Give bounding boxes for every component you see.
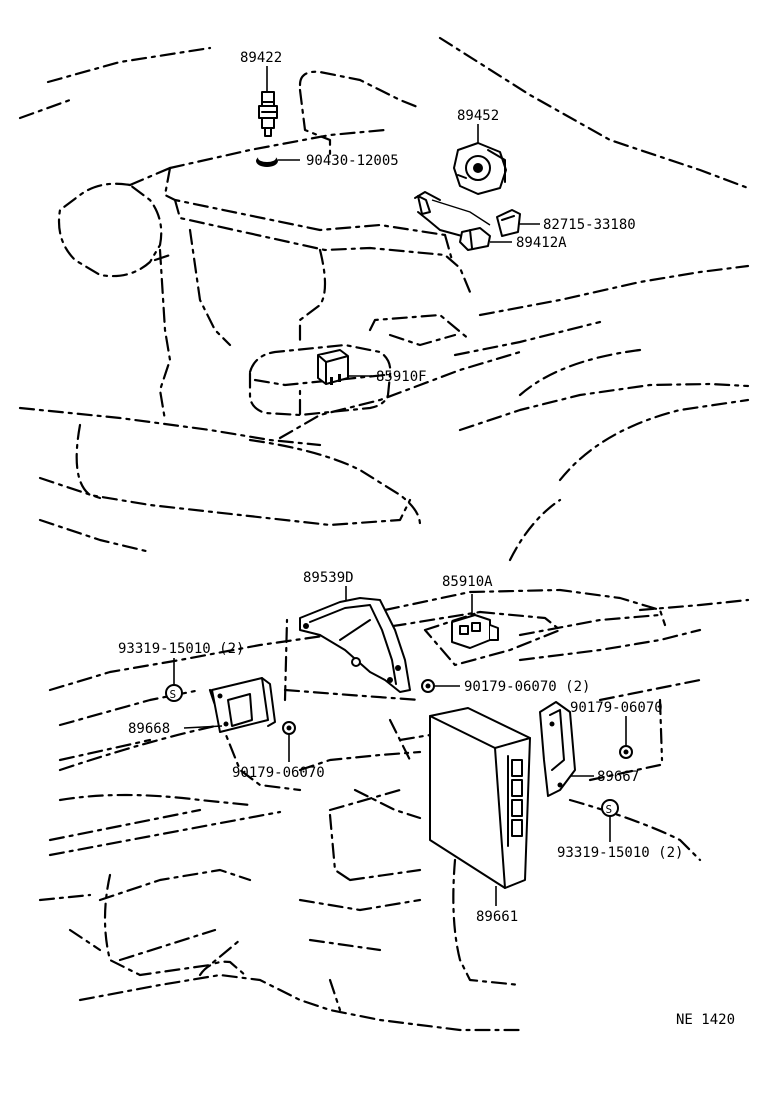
label-89667: 89667 bbox=[597, 769, 639, 785]
sensor-89422 bbox=[258, 91, 278, 137]
nut-90179-mid bbox=[421, 679, 435, 693]
screw-93319-left: S bbox=[165, 684, 183, 702]
bracket-89539d bbox=[299, 597, 411, 693]
label-90430-12005: 90430-12005 bbox=[306, 153, 399, 169]
label-89661: 89661 bbox=[476, 909, 518, 925]
label-89539d: 89539D bbox=[303, 570, 354, 586]
nut-90179-left bbox=[282, 721, 296, 735]
relay-85910a bbox=[423, 610, 562, 667]
label-89452: 89452 bbox=[457, 108, 499, 124]
label-82715-33180: 82715-33180 bbox=[543, 217, 636, 233]
nut-90179-right bbox=[619, 745, 633, 759]
screw-93319-right: S bbox=[601, 799, 619, 817]
svg-text:S: S bbox=[170, 688, 177, 701]
part-labels: 89422 89452 90430-12005 82715-33180 8941… bbox=[118, 50, 735, 1028]
figure-code: NE 1420 bbox=[676, 1012, 735, 1028]
label-85910a: 85910A bbox=[442, 574, 493, 590]
bracket-89668 bbox=[211, 677, 276, 733]
label-93319-15010-left: 93319-15010 (2) bbox=[118, 641, 244, 657]
sensor-89452 bbox=[453, 142, 507, 195]
junction-block bbox=[248, 343, 392, 417]
lower-vehicle-outline bbox=[38, 588, 750, 1032]
svg-text:S: S bbox=[606, 803, 613, 816]
label-90179-06070-mid: 90179-06070 (2) bbox=[464, 679, 590, 695]
label-89668: 89668 bbox=[128, 721, 170, 737]
label-89412a: 89412A bbox=[516, 235, 567, 251]
label-90179-06070-right: 90179-06070 bbox=[570, 700, 663, 716]
bracket-82715 bbox=[496, 209, 521, 237]
relay-85910f bbox=[317, 349, 349, 385]
sensor-89412a bbox=[414, 191, 491, 251]
ecu-89661 bbox=[429, 707, 531, 889]
label-85910f: 85910F bbox=[376, 369, 427, 385]
bracket-89667 bbox=[539, 701, 576, 797]
label-89422: 89422 bbox=[240, 50, 282, 66]
label-93319-15010-right: 93319-15010 (2) bbox=[557, 845, 683, 861]
label-90179-06070-left: 90179-06070 bbox=[232, 765, 325, 781]
gasket-90430-12005 bbox=[256, 154, 278, 167]
engine-compartment-outline bbox=[18, 36, 750, 562]
leader-lines bbox=[173, 66, 627, 906]
